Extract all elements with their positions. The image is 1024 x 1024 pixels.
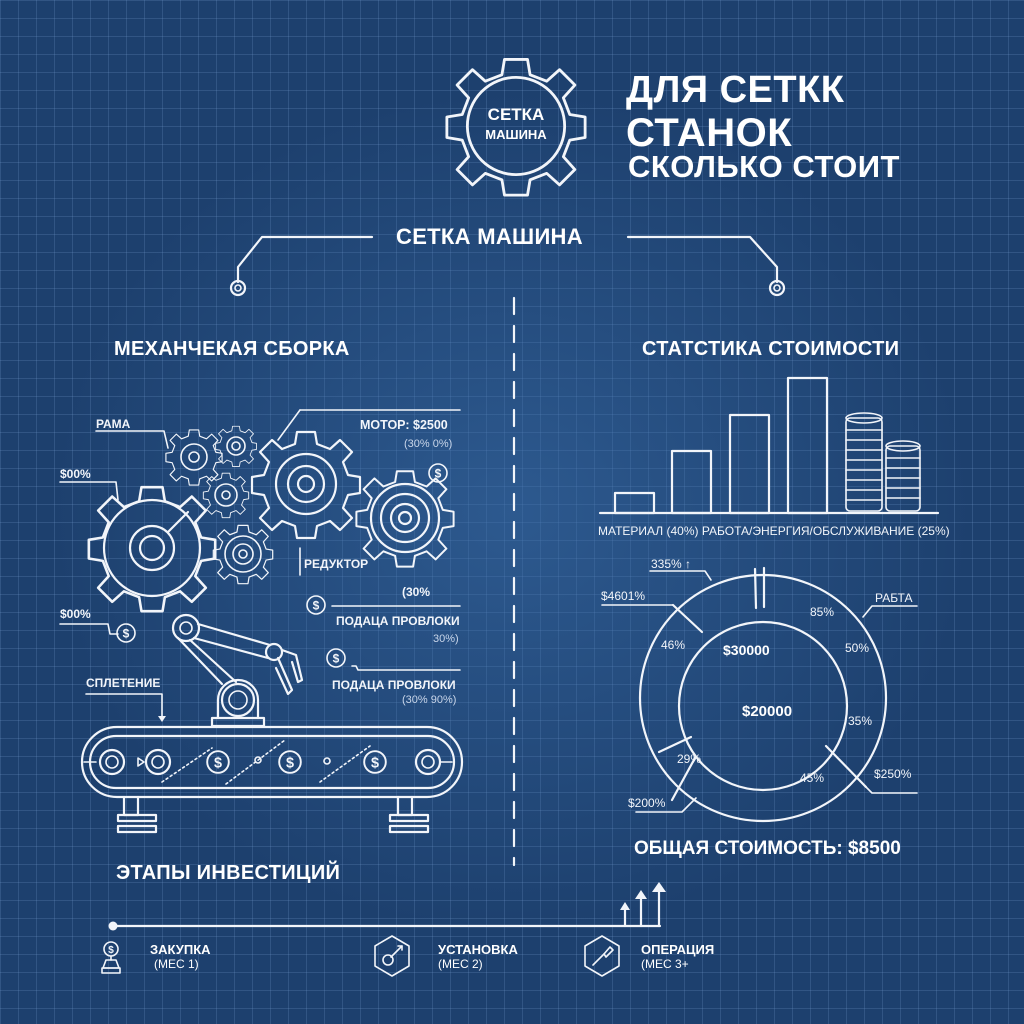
dollar-pedestal-icon: $ bbox=[101, 941, 121, 974]
stage-label: ЗАКУПКА bbox=[150, 942, 211, 957]
dollar-coin-icon bbox=[306, 595, 326, 615]
donut-callout-right: РАБТА bbox=[875, 591, 913, 605]
logo-text-line1: СЕТКА bbox=[487, 105, 545, 124]
timeline-stage-purchase: ЗАКУПКА (МЕС 1) bbox=[150, 942, 211, 971]
gear-icon bbox=[355, 470, 455, 568]
left-percent-label-2: $00% bbox=[60, 607, 91, 621]
page-title-line3: СКОЛЬКО СТОИТ bbox=[628, 149, 900, 184]
wire-feed-label-2: ПОДАЦА ПРОВЛОКИ bbox=[332, 678, 456, 692]
donut-segment-right: 50% bbox=[845, 641, 870, 655]
timeline-stage-operation: ОПЕРАЦИЯ (МЕС 3+ bbox=[641, 942, 714, 971]
frame-label: РАМА bbox=[96, 417, 131, 431]
wrench-hex-icon bbox=[374, 935, 410, 977]
bar-axis-label: МАТЕРИАЛ (40%) РАБОТА/ЭНЕРГИЯ/ОБСЛУЖИВАН… bbox=[598, 524, 950, 538]
page-title-line2: СТАНОК bbox=[626, 111, 793, 155]
left-percent-label-1: $00% bbox=[60, 467, 91, 481]
donut-inner-upper-value: $30000 bbox=[723, 642, 770, 658]
gear-icon bbox=[215, 425, 257, 467]
wire-feed-sub-label-1: 30%) bbox=[433, 633, 459, 645]
dollar-coin-icon bbox=[116, 623, 136, 643]
gear-icon bbox=[87, 485, 217, 613]
donut-segment-bottom: 45% bbox=[800, 771, 825, 785]
page-title-line1: ДЛЯ СЕТКК bbox=[626, 69, 845, 111]
stage-sub-label: (МЕС 3+ bbox=[641, 957, 689, 971]
total-cost-label: ОБЩАЯ СТОИМОСТЬ: $8500 bbox=[634, 838, 901, 859]
stage-sub-label: (МЕС 1) bbox=[154, 957, 199, 971]
stage-label: УСТАНОВКА bbox=[438, 942, 518, 957]
stage-sub-label: (МЕС 2) bbox=[438, 957, 483, 971]
robot-arm-icon bbox=[171, 613, 304, 728]
donut-callout-top: 335% ↑ bbox=[651, 557, 692, 571]
donut-segment-top-right: 85% bbox=[810, 605, 835, 619]
wire-feed-sub-label-2: (30% 90%) bbox=[402, 694, 457, 706]
dollar-coin-icon bbox=[326, 648, 346, 668]
logo-text-line2: МАШИНА bbox=[485, 127, 547, 142]
donut-inner-center-value: $20000 bbox=[742, 703, 793, 720]
donut-segment-right-low: 35% bbox=[848, 714, 873, 728]
assembly-section-title: МЕХАНЧЕКАЯ СБОРКА bbox=[114, 338, 350, 360]
banner-label: СЕТКА МАШИНА bbox=[396, 224, 583, 249]
conveyor-icon bbox=[80, 725, 464, 834]
stats-section-title: СТАТСТИКА СТОИМОСТИ bbox=[642, 338, 900, 360]
donut-callout-left: $4601% bbox=[601, 589, 646, 603]
gear-icon bbox=[165, 429, 223, 486]
coin-stack-icon bbox=[845, 412, 921, 512]
motor-label: МОТОР: $2500 bbox=[360, 418, 448, 432]
gearbox-label: РЕДУКТОР bbox=[304, 557, 369, 571]
cost-bar-chart bbox=[598, 376, 940, 515]
donut-segment-left: 46% bbox=[661, 638, 686, 652]
logo-gear-icon bbox=[445, 58, 587, 197]
timeline-title: ЭТАПЫ ИНВЕСТИЦИЙ bbox=[116, 862, 341, 884]
donut-segment-bottom-left: 29% bbox=[677, 752, 702, 766]
timeline bbox=[108, 882, 666, 931]
percent-label-30: (30% bbox=[402, 585, 431, 599]
tool-hex-icon bbox=[584, 935, 620, 977]
gear-icon bbox=[250, 430, 362, 540]
cost-donut-chart bbox=[601, 566, 918, 823]
donut-callout-bottom-right: $250% bbox=[874, 767, 912, 781]
svg-text:$: $ bbox=[108, 945, 114, 956]
gear-icon bbox=[212, 524, 274, 585]
dollar-coin-icon bbox=[428, 463, 448, 483]
weaving-label: СПЛЕТЕНИЕ bbox=[86, 676, 161, 690]
timeline-stage-installation: УСТАНОВКА (МЕС 2) bbox=[438, 942, 518, 971]
motor-sub-label: (30% 0%) bbox=[404, 438, 453, 450]
gear-icon bbox=[202, 472, 250, 519]
donut-callout-bottom-left: $200% bbox=[628, 796, 666, 810]
banner-bracket bbox=[229, 235, 786, 297]
stage-label: ОПЕРАЦИЯ bbox=[641, 942, 715, 957]
wire-feed-label-1: ПОДАЦА ПРОВЛОКИ bbox=[336, 614, 460, 628]
